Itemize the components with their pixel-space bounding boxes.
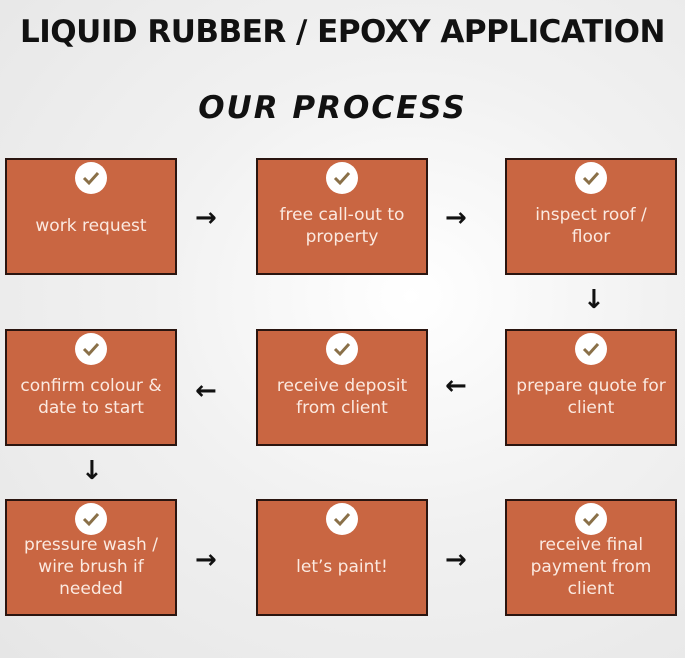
process-step: receive final payment from client bbox=[505, 499, 677, 616]
check-icon bbox=[326, 162, 358, 194]
check-icon bbox=[575, 162, 607, 194]
flow-arrow-icon: → bbox=[195, 545, 217, 575]
process-step: inspect roof / floor bbox=[505, 158, 677, 275]
process-step: work request bbox=[5, 158, 177, 275]
process-step: confirm colour & date to start bbox=[5, 329, 177, 446]
process-step: receive deposit from client bbox=[256, 329, 428, 446]
step-label: prepare quote for client bbox=[516, 375, 666, 418]
process-step: free call-out to property bbox=[256, 158, 428, 275]
check-icon bbox=[326, 503, 358, 535]
flow-arrow-icon: → bbox=[445, 545, 467, 575]
flow-arrow-icon: ↓ bbox=[81, 456, 103, 486]
process-step: prepare quote for client bbox=[505, 329, 677, 446]
step-label: let’s paint! bbox=[296, 556, 388, 577]
step-label: confirm colour & date to start bbox=[20, 375, 162, 418]
flow-arrow-icon: ← bbox=[445, 371, 467, 401]
step-label: free call-out to property bbox=[279, 204, 405, 247]
process-subtitle: OUR PROCESS bbox=[198, 90, 467, 126]
check-icon bbox=[575, 333, 607, 365]
step-label: receive final payment from client bbox=[530, 534, 652, 599]
check-icon bbox=[326, 333, 358, 365]
step-label: receive deposit from client bbox=[276, 375, 408, 418]
flow-arrow-icon: → bbox=[195, 203, 217, 233]
process-step: pressure wash / wire brush if needed bbox=[5, 499, 177, 616]
flow-arrow-icon: ↓ bbox=[583, 285, 605, 315]
check-icon bbox=[75, 503, 107, 535]
check-icon bbox=[75, 333, 107, 365]
step-label: pressure wash / wire brush if needed bbox=[24, 534, 158, 599]
process-step: let’s paint! bbox=[256, 499, 428, 616]
page-title: LIQUID RUBBER / EPOXY APPLICATION bbox=[20, 14, 665, 50]
flow-arrow-icon: ← bbox=[195, 376, 217, 406]
check-icon bbox=[575, 503, 607, 535]
check-icon bbox=[75, 162, 107, 194]
step-label: work request bbox=[35, 215, 147, 236]
flow-arrow-icon: → bbox=[445, 203, 467, 233]
step-label: inspect roof / floor bbox=[535, 204, 647, 247]
